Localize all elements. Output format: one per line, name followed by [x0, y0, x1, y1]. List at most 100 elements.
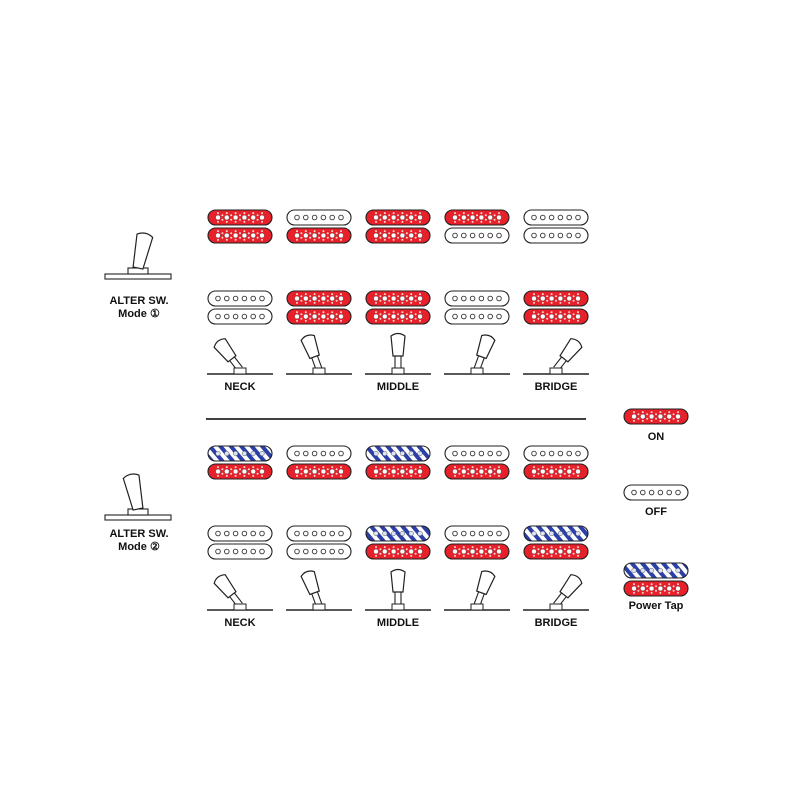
coil-on [365, 543, 431, 560]
pickup-top [286, 445, 352, 480]
coil-on [207, 209, 273, 226]
alter-switch-icon [104, 232, 172, 280]
position-label: NECK [224, 381, 255, 393]
pickup-top [523, 209, 589, 244]
selector-switch-icon [365, 332, 431, 375]
position-label: MIDDLE [377, 617, 419, 629]
coil-on [523, 543, 589, 560]
coil-off [286, 445, 352, 462]
switch-position-4 [444, 209, 510, 375]
position-label: NECK [224, 617, 255, 629]
pickup-top [523, 445, 589, 480]
pickup-top [207, 445, 273, 480]
legend-label: Power Tap [629, 600, 684, 612]
selector-switch-icon [523, 574, 589, 611]
switch-position-3: MIDDLE [365, 445, 431, 629]
pickup-bottom [365, 525, 431, 560]
coil-off [207, 543, 273, 560]
selector-switch-icon [444, 570, 510, 611]
selector-switch-icon [523, 338, 589, 375]
pickup-top [444, 445, 510, 480]
legend-item-power-tap: Power Tap [623, 562, 689, 612]
pickup-bottom [523, 525, 589, 560]
pickup-bottom [207, 525, 273, 560]
coil-on [365, 308, 431, 325]
switch-position-2 [286, 445, 352, 611]
coil-on [207, 227, 273, 244]
coil-on [286, 308, 352, 325]
mode-1-group: ALTER SW.Mode ① NECK MIDDLE BRIDGE [104, 209, 589, 393]
coil-on [523, 290, 589, 307]
coil-on [286, 290, 352, 307]
coil-on [623, 580, 689, 597]
coil-off [623, 484, 689, 501]
legend-item-on: ON [623, 408, 689, 443]
pickup-top [365, 445, 431, 480]
switch-position-4 [444, 445, 510, 611]
switch-position-3: MIDDLE [365, 209, 431, 393]
pickup-bottom [444, 290, 510, 325]
selector-switch-icon [286, 334, 352, 375]
pickup-bottom [207, 290, 273, 325]
pickup-bottom [286, 290, 352, 325]
coil-off [444, 308, 510, 325]
selector-switch-icon [365, 568, 431, 611]
coil-on [444, 209, 510, 226]
coil-off [207, 290, 273, 307]
coil-off [444, 445, 510, 462]
pickup-top [286, 209, 352, 244]
alter-switch-label: ALTER SW. [109, 528, 168, 540]
coil-off [523, 227, 589, 244]
legend-label: ON [648, 431, 665, 443]
coil-off [286, 543, 352, 560]
selector-switch-icon [207, 338, 273, 375]
coil-on [365, 463, 431, 480]
legend-label: OFF [645, 506, 667, 518]
coil-off [523, 445, 589, 462]
coil-on [365, 290, 431, 307]
alter-switch-label: ALTER SW. [109, 295, 168, 307]
coil-on [286, 227, 352, 244]
coil-off [286, 525, 352, 542]
coil-on [365, 227, 431, 244]
switch-position-2 [286, 209, 352, 375]
coil-off [207, 525, 273, 542]
coil-power-tap [523, 525, 589, 542]
coil-off [444, 525, 510, 542]
coil-on [444, 543, 510, 560]
coil-power-tap [365, 525, 431, 542]
switch-position-5: BRIDGE [523, 209, 589, 393]
coil-on [523, 463, 589, 480]
coil-on [523, 308, 589, 325]
alter-switch-icon [104, 473, 172, 521]
coil-power-tap [207, 445, 273, 462]
coil-off [286, 209, 352, 226]
coil-on [365, 209, 431, 226]
pickup-top [207, 209, 273, 244]
mode-label: Mode ② [118, 541, 160, 553]
mode-label: Mode ① [118, 308, 160, 320]
switch-position-1: NECK [207, 445, 273, 629]
selector-switch-icon [207, 574, 273, 611]
coil-off [207, 308, 273, 325]
selector-switch-icon [286, 570, 352, 611]
pickup-top [365, 209, 431, 244]
pickup-top [444, 209, 510, 244]
switch-position-1: NECK [207, 209, 273, 393]
selector-switch-icon [444, 334, 510, 375]
coil-power-tap [623, 562, 689, 579]
legend-swatch [623, 562, 689, 597]
pickup-bottom [523, 290, 589, 325]
coil-on [207, 463, 273, 480]
position-label: MIDDLE [377, 381, 419, 393]
coil-on [286, 463, 352, 480]
legend-item-off: OFF [623, 484, 689, 518]
legend: ON OFF Power Tap [623, 408, 689, 612]
coil-on [623, 408, 689, 425]
pickup-bottom [444, 525, 510, 560]
pickup-bottom [286, 525, 352, 560]
coil-on [444, 463, 510, 480]
